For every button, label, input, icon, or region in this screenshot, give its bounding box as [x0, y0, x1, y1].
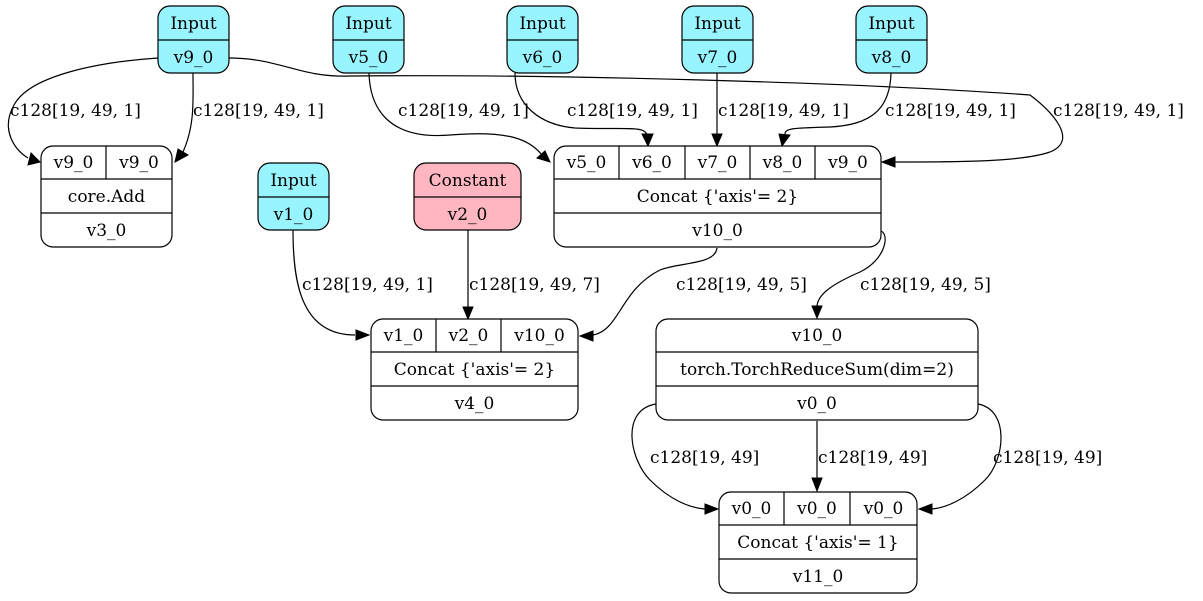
- port-label: v0_0: [863, 499, 904, 519]
- input-node-v9[interactable]: Input v9_0: [157, 5, 230, 74]
- input-node-v5[interactable]: Input v5_0: [332, 5, 405, 74]
- node-name: v8_0: [871, 48, 912, 68]
- edge-v9-concat-arrow: [880, 156, 896, 168]
- edge-label: c128[19, 49, 1]: [567, 101, 698, 121]
- edge-v10-reduce-arrow: [811, 305, 823, 320]
- port-label: v0_0: [731, 499, 772, 519]
- edge-v10-concat4-arrow: [578, 330, 594, 342]
- node-name: v9_0: [173, 48, 214, 68]
- edge-v5-concat: [368, 72, 543, 156]
- output-label: v0_0: [796, 394, 837, 414]
- output-label: v10_0: [691, 221, 743, 241]
- op-label: Concat {'axis'= 2}: [637, 187, 798, 207]
- edge-label: c128[19, 49, 5]: [676, 275, 807, 295]
- edge-v0-concat11-a-arrow: [704, 503, 720, 515]
- port-label: v7_0: [697, 153, 738, 173]
- constant-node-v2[interactable]: Constant v2_0: [413, 162, 522, 231]
- node-name: v5_0: [348, 48, 389, 68]
- node-kind: Input: [694, 14, 740, 34]
- edge-label: c128[19, 49, 5]: [860, 275, 991, 295]
- op-label: Concat {'axis'= 2}: [394, 360, 555, 380]
- op-node-concat-v4[interactable]: v1_0 v2_0 v10_0 Concat {'axis'= 2} v4_0: [370, 318, 579, 421]
- edge-v1-concat4-arrow: [355, 329, 371, 341]
- edge-v2-concat4-arrow: [462, 306, 474, 321]
- node-kind: Input: [270, 171, 316, 191]
- port-label: v2_0: [448, 326, 489, 346]
- edge-labels: c128[19, 49, 1] c128[19, 49, 1] c128[19,…: [10, 101, 1184, 468]
- edge-label: c128[19, 49]: [993, 448, 1102, 468]
- input-node-v1[interactable]: Input v1_0: [257, 162, 330, 231]
- edge-label: c128[19, 49, 1]: [885, 101, 1016, 121]
- port-label: v9_0: [118, 153, 159, 173]
- op-node-reduce-v0[interactable]: v10_0 torch.TorchReduceSum(dim=2) v0_0: [655, 318, 979, 421]
- op-node-concat-v10[interactable]: v5_0 v6_0 v7_0 v8_0 v9_0 Concat {'axis'=…: [553, 145, 882, 248]
- edge-v0-concat11-c: [931, 403, 1002, 510]
- edge-label: c128[19, 49, 1]: [718, 101, 849, 121]
- output-label: v11_0: [792, 567, 844, 587]
- edge-v0-concat11-b-arrow: [811, 477, 823, 493]
- port-label: v1_0: [383, 326, 424, 346]
- edge-v10-concat4: [592, 247, 718, 336]
- edge-v9-add-b-arrow: [174, 148, 190, 163]
- port-label: v0_0: [796, 499, 837, 519]
- edge-v0-concat11-c-arrow: [917, 503, 933, 515]
- node-name: v6_0: [522, 48, 563, 68]
- edge-v6-concat: [514, 72, 648, 136]
- port-label: v10_0: [513, 326, 565, 346]
- node-kind: Input: [170, 14, 216, 34]
- input-node-v7[interactable]: Input v7_0: [681, 5, 754, 74]
- edge-v5-concat-arrow: [535, 150, 551, 163]
- port-label: v8_0: [762, 153, 803, 173]
- edge-v10-reduce: [816, 230, 886, 307]
- node-kind: Input: [519, 14, 565, 34]
- edge-label: c128[19, 49, 1]: [1053, 101, 1184, 121]
- op-label: torch.TorchReduceSum(dim=2): [680, 360, 954, 380]
- edge-v7-concat-arrow: [711, 133, 723, 148]
- edge-v9-add-a-arrow: [27, 152, 41, 166]
- edge-label: c128[19, 49, 1]: [10, 101, 141, 121]
- op-node-concat-v11[interactable]: v0_0 v0_0 v0_0 Concat {'axis'= 1} v11_0: [718, 491, 918, 594]
- edge-v8-concat-arrow: [778, 133, 791, 148]
- edges: [7, 57, 1064, 515]
- edge-v1-concat4: [292, 229, 356, 336]
- output-label: v4_0: [454, 394, 495, 414]
- edge-v9-concat: [228, 57, 1064, 163]
- edge-label: c128[19, 49, 7]: [469, 275, 600, 295]
- node-kind: Input: [868, 14, 914, 34]
- node-name: v1_0: [273, 205, 314, 225]
- edge-label: c128[19, 49, 1]: [193, 101, 324, 121]
- node-name: v2_0: [447, 205, 488, 225]
- port-label: v10_0: [791, 326, 843, 346]
- edge-label: c128[19, 49]: [818, 448, 927, 468]
- port-label: v6_0: [631, 153, 672, 173]
- port-label: v5_0: [566, 153, 607, 173]
- edge-label: c128[19, 49, 1]: [302, 275, 433, 295]
- input-node-v6[interactable]: Input v6_0: [506, 5, 579, 74]
- edge-v0-concat11-a: [631, 403, 706, 510]
- port-label: v9_0: [53, 153, 94, 173]
- op-label: core.Add: [68, 187, 146, 207]
- edge-v6-concat-arrow: [641, 133, 654, 148]
- edge-v9-add-b: [182, 72, 194, 153]
- input-node-v8[interactable]: Input v8_0: [855, 5, 928, 74]
- op-label: Concat {'axis'= 1}: [737, 533, 898, 553]
- edge-label: c128[19, 49]: [650, 448, 759, 468]
- port-label: v9_0: [827, 153, 868, 173]
- edge-label: c128[19, 49, 1]: [398, 101, 529, 121]
- edge-v9-add-a: [7, 57, 159, 159]
- node-kind: Input: [345, 14, 391, 34]
- op-node-add-v3[interactable]: v9_0 v9_0 core.Add v3_0: [40, 145, 173, 248]
- node-kind: Constant: [429, 171, 507, 191]
- output-label: v3_0: [86, 221, 127, 241]
- edge-v8-concat: [784, 72, 892, 135]
- node-name: v7_0: [697, 48, 738, 68]
